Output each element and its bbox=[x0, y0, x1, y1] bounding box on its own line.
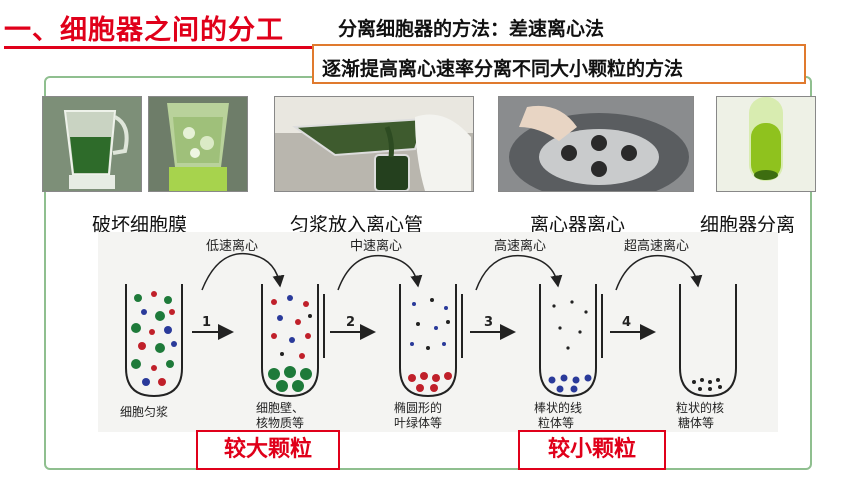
transfer-arrow-2 bbox=[337, 254, 423, 291]
slide-title: 一、细胞器之间的分工 bbox=[4, 15, 284, 46]
tube-label-2a: 细胞壁、 bbox=[256, 400, 304, 415]
tube-label-1: 细胞匀浆 bbox=[120, 404, 168, 419]
photo-caption-2: 匀浆放入离心管 bbox=[290, 214, 424, 236]
tube-label-4a: 棒状的线 bbox=[534, 400, 582, 415]
pellet-ribosomes bbox=[692, 378, 722, 391]
separated-tube-photo bbox=[716, 96, 816, 192]
result-box-small: 较小颗粒 bbox=[518, 430, 666, 470]
pellet-mitochondria bbox=[548, 300, 592, 393]
tube-label-3b: 叶绿体等 bbox=[394, 415, 442, 430]
test-tube-1 bbox=[125, 284, 183, 398]
tube-label-3a: 椭圆形的 bbox=[394, 400, 442, 415]
step-number-1: 1 bbox=[202, 315, 211, 330]
pouring-photo bbox=[274, 96, 474, 192]
result-box-large: 较大颗粒 bbox=[196, 430, 340, 470]
centrifugation-diagram: 低速离心 中速离心 高速离心 超高速离心 1 2 3 4 bbox=[98, 232, 778, 432]
tube-label-4b: 粒体等 bbox=[538, 415, 574, 430]
photo-caption-4: 细胞器分离 bbox=[700, 214, 796, 236]
homogenate-particles bbox=[131, 291, 177, 386]
blender-photo-1 bbox=[42, 96, 142, 192]
step-number-3: 3 bbox=[484, 315, 493, 330]
transfer-arrow-1 bbox=[201, 252, 285, 291]
pellet-chloroplasts bbox=[408, 298, 452, 392]
blender-photo-2 bbox=[148, 96, 248, 192]
speed-label-4: 超高速离心 bbox=[624, 238, 689, 254]
speed-label-3: 高速离心 bbox=[494, 238, 546, 254]
photo-caption-1: 破坏细胞膜 bbox=[92, 214, 188, 236]
subtitle: 分离细胞器的方法：差速离心法 bbox=[338, 18, 605, 40]
centrifuge-photo bbox=[498, 96, 694, 192]
step-number-4: 4 bbox=[622, 315, 631, 330]
tube-label-2b: 核物质等 bbox=[256, 416, 304, 430]
tube-label-5b: 糖体等 bbox=[678, 415, 714, 430]
transfer-arrow-3 bbox=[475, 254, 563, 291]
test-tube-5 bbox=[679, 284, 737, 398]
title-underline bbox=[4, 46, 324, 49]
tube-label-5a: 粒状的核 bbox=[676, 400, 724, 415]
speed-label-1: 低速离心 bbox=[206, 238, 258, 254]
transfer-arrow-4 bbox=[615, 254, 703, 291]
test-tube-2 bbox=[261, 284, 319, 398]
method-note-box: 逐渐提高离心速率分离不同大小颗粒的方法 bbox=[312, 44, 806, 84]
pellet-large-particles bbox=[268, 295, 312, 392]
step-number-2: 2 bbox=[346, 315, 355, 330]
test-tube-3 bbox=[399, 284, 457, 398]
photo-caption-3: 离心器离心 bbox=[530, 214, 626, 236]
speed-label-2: 中速离心 bbox=[350, 238, 402, 254]
test-tube-4 bbox=[539, 284, 597, 398]
